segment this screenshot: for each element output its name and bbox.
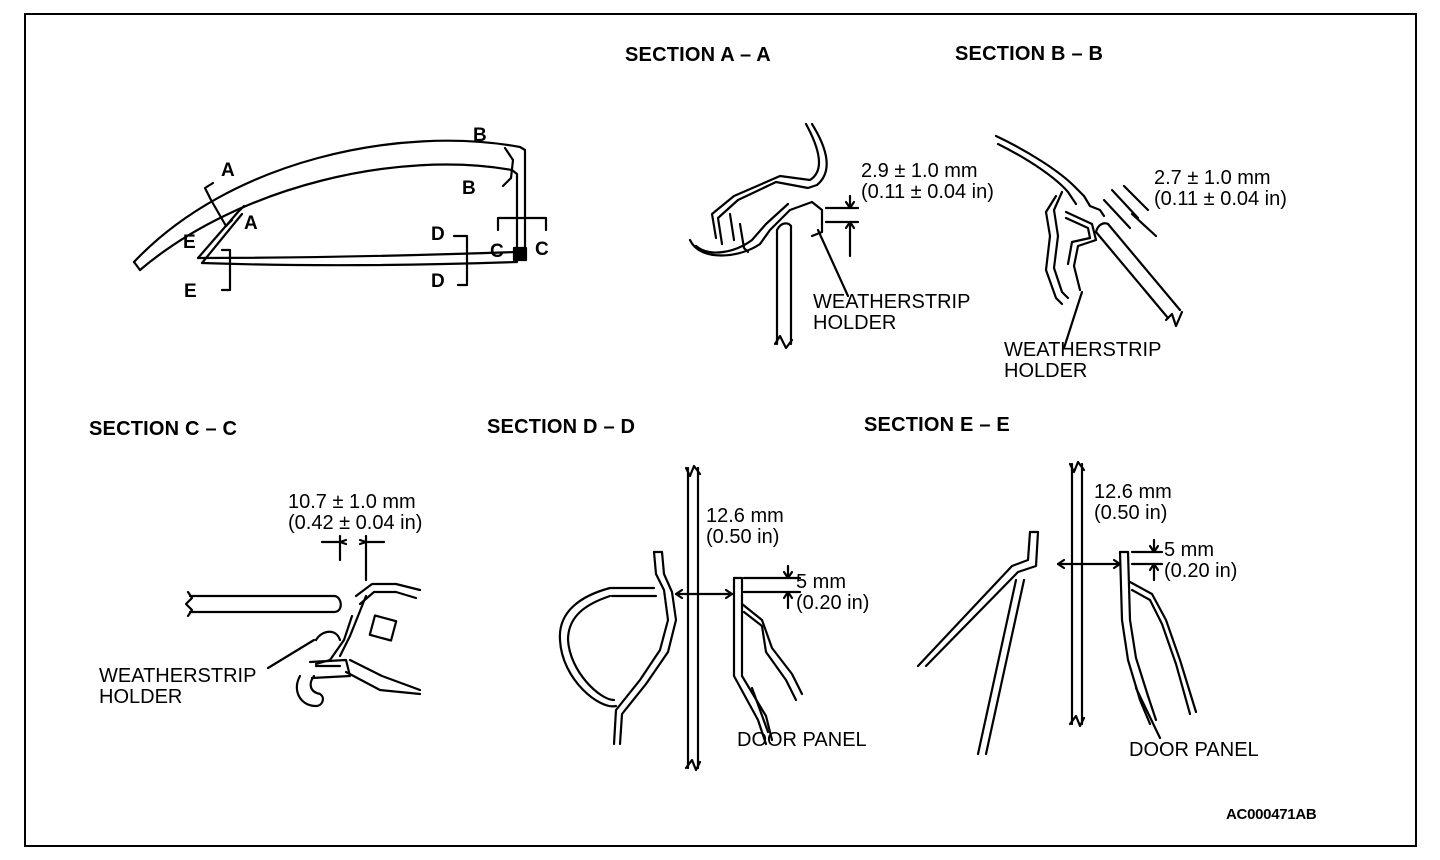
section-a-callout: WEATHERSTRIP HOLDER [813, 292, 970, 334]
key-d-top: D [431, 224, 445, 245]
key-a-bottom: A [244, 213, 258, 234]
section-c-dimension: 10.7 ± 1.0 mm (0.42 ± 0.04 in) [288, 492, 422, 534]
key-b-bottom: B [462, 178, 476, 199]
section-b-callout-line1: WEATHERSTRIP [1004, 339, 1162, 361]
section-e-gap-in: (0.50 in) [1094, 502, 1168, 524]
section-e-gap-dimension: 12.6 mm (0.50 in) [1094, 482, 1172, 524]
section-d-drawing [558, 464, 804, 772]
section-e-drawing [916, 460, 1198, 756]
section-d-gap-in: (0.50 in) [706, 526, 780, 548]
section-a-dimension-mm: 2.9 ± 1.0 mm [861, 160, 978, 182]
section-e-callout: DOOR PANEL [1129, 739, 1259, 761]
section-c-drawing [184, 534, 422, 708]
section-b-drawing [994, 134, 1184, 350]
section-d-gap-mm: 12.6 mm [706, 505, 784, 527]
section-e-title: SECTION E – E [864, 414, 1010, 436]
key-d-bottom: D [431, 271, 445, 292]
section-b-dimension-in: (0.11 ± 0.04 in) [1154, 188, 1287, 210]
section-e-step-in: (0.20 in) [1164, 560, 1238, 582]
section-b-dimension: 2.7 ± 1.0 mm (0.11 ± 0.04 in) [1154, 168, 1287, 210]
section-d-title: SECTION D – D [487, 416, 636, 438]
section-b-dimension-mm: 2.7 ± 1.0 mm [1154, 167, 1271, 189]
figure-id: AC000471AB [1226, 806, 1317, 823]
diagram-frame [24, 13, 1417, 847]
key-c-left: C [490, 241, 504, 262]
section-e-step-dimension: 5 mm (0.20 in) [1164, 540, 1237, 582]
section-d-step-in: (0.20 in) [796, 592, 870, 614]
section-a-drawing [688, 122, 860, 350]
section-a-callout-line1: WEATHERSTRIP [813, 291, 971, 313]
section-b-callout: WEATHERSTRIP HOLDER [1004, 340, 1161, 382]
section-c-title: SECTION C – C [89, 418, 238, 440]
section-c-callout-line1: WEATHERSTRIP [99, 665, 257, 687]
section-c-callout-line2: HOLDER [99, 686, 183, 708]
section-b-callout-line2: HOLDER [1004, 360, 1088, 382]
key-e-bottom: E [184, 281, 197, 302]
key-e-top: E [183, 232, 196, 253]
section-e-gap-mm: 12.6 mm [1094, 481, 1172, 503]
section-a-title: SECTION A – A [625, 44, 771, 66]
section-a-callout-line2: HOLDER [813, 312, 897, 334]
section-b-title: SECTION B – B [955, 43, 1104, 65]
section-c-dimension-mm: 10.7 ± 1.0 mm [288, 491, 416, 513]
section-a-dimension: 2.9 ± 1.0 mm (0.11 ± 0.04 in) [861, 161, 994, 203]
section-d-step-dimension: 5 mm (0.20 in) [796, 572, 869, 614]
section-d-gap-dimension: 12.6 mm (0.50 in) [706, 506, 784, 548]
section-d-step-mm: 5 mm [796, 571, 846, 593]
key-a-top: A [221, 160, 235, 181]
section-d-callout: DOOR PANEL [737, 729, 867, 751]
door-sash-overview [132, 139, 548, 292]
section-c-callout: WEATHERSTRIP HOLDER [99, 666, 256, 708]
section-a-dimension-in: (0.11 ± 0.04 in) [861, 181, 994, 203]
section-c-dimension-in: (0.42 ± 0.04 in) [288, 512, 423, 534]
key-b-top: B [473, 125, 487, 146]
section-e-step-mm: 5 mm [1164, 539, 1214, 561]
key-c-right: C [535, 239, 549, 260]
